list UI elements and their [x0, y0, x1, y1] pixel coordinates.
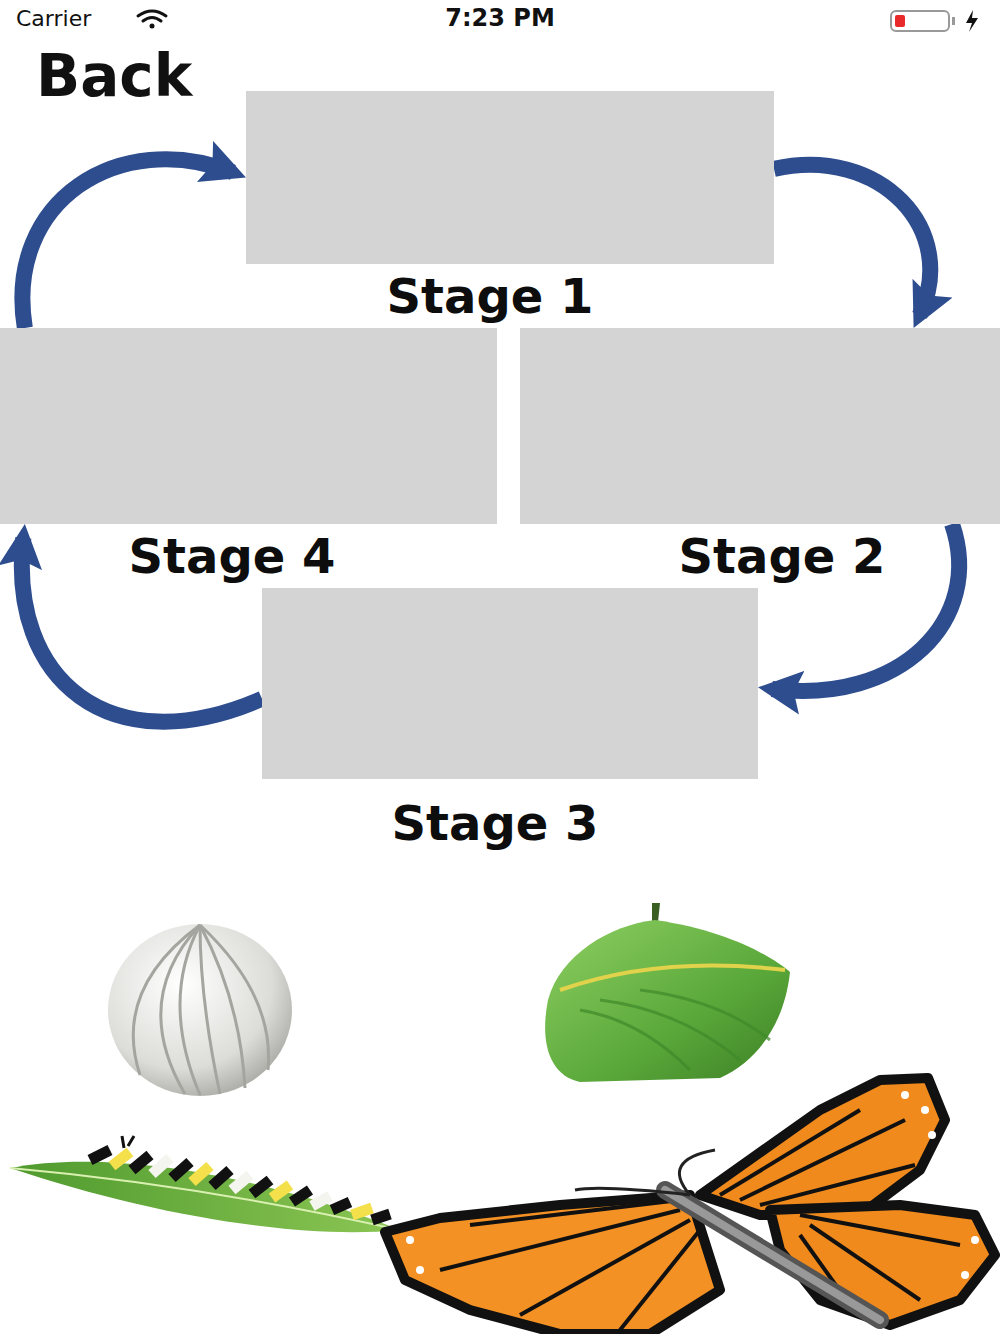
stage-box: Stage 2 — [520, 328, 1000, 524]
back-button: Back — [36, 42, 192, 110]
wifi-icon — [138, 11, 166, 29]
butterfly-picture — [385, 1078, 995, 1334]
battery-icon — [891, 10, 978, 32]
clock-label: 7:23 PM — [445, 4, 555, 32]
caterpillar-picture — [10, 1136, 400, 1232]
stage-label: Stage 1 — [387, 268, 594, 324]
cycle-arrow — [774, 165, 930, 316]
stage-label: Stage 4 — [129, 528, 336, 584]
stage-label: Stage 3 — [392, 795, 599, 851]
chrysalis-picture — [545, 903, 790, 1082]
stage-box: Stage 1 — [246, 91, 774, 264]
stage-box: Stage 4 — [0, 328, 497, 524]
stage-box: Stage 3 — [262, 588, 758, 779]
egg-picture — [108, 924, 292, 1096]
carrier-label: Carrier — [16, 6, 91, 31]
cycle-arrow — [22, 159, 233, 328]
stage-label: Stage 2 — [679, 528, 886, 584]
